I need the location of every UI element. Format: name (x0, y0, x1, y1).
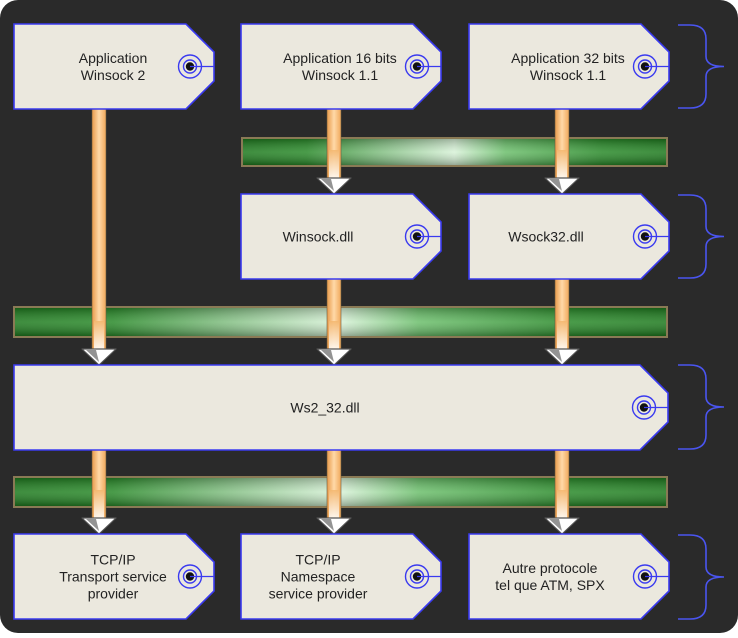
connection-layer (81, 108, 580, 535)
tag-shape (240, 23, 442, 110)
tag-grommet-icon (632, 564, 669, 589)
connection-arrow-ws2_32_dll-to-tcpip_transport (81, 449, 117, 535)
tag-grommet-icon (632, 224, 669, 249)
node-label-line: Winsock 1.1 (530, 67, 606, 83)
node-winsock-dll[interactable]: Winsock.dll (240, 193, 442, 280)
tag-grommet-icon (404, 224, 441, 249)
node-label-line: provider (88, 586, 139, 602)
connection-arrow-winsock_dll-to-ws2_32_dll (316, 278, 352, 366)
node-label-line: Application 32 bits (511, 50, 625, 66)
node-label-line: Ws2_32.dll (290, 400, 359, 416)
tag-shape (468, 193, 670, 280)
connection-arrow-app_winsock2-to-ws2_32_dll (81, 108, 117, 366)
tag-shape (468, 533, 670, 620)
node-wsock32-dll[interactable]: Wsock32.dll (468, 193, 670, 280)
node-label-line: Application 16 bits (283, 50, 397, 66)
tag-shape (468, 23, 670, 110)
node-label-line: TCP/IP (295, 552, 340, 568)
tag-shape (13, 533, 215, 620)
tag-shape (240, 533, 442, 620)
tag-grommet-icon (404, 54, 441, 79)
tag-shape (13, 364, 669, 451)
arrow-head-icon (544, 177, 580, 195)
connection-arrow-ws2_32_dll-to-tcpip_namespace (316, 449, 352, 535)
brace-layer (678, 24, 725, 620)
tag-grommet-icon (177, 54, 214, 79)
tag-shape (240, 193, 442, 280)
node-ws2-32-dll[interactable]: Ws2_32.dll (13, 364, 669, 451)
arrow-head-icon (544, 517, 580, 535)
arrow-head-icon (81, 517, 117, 535)
tag-grommet-icon (177, 564, 214, 589)
tag-grommet-icon (632, 54, 669, 79)
connection-arrow-app_32bit-to-wsock32_dll (544, 108, 580, 195)
tag-grommet-icon (631, 395, 668, 420)
tag-shape (13, 23, 215, 110)
connection-arrow-app_16bit-to-winsock_dll (316, 108, 352, 195)
node-label-line: Wsock32.dll (508, 229, 583, 245)
layer-brace-providers-icon (678, 534, 725, 620)
node-label-line: Namespace (281, 569, 356, 585)
connection-arrow-wsock32_dll-to-ws2_32_dll (544, 278, 580, 366)
bus-applications-to-compat (241, 137, 668, 167)
connection-arrow-ws2_32_dll-to-other_protocol (544, 449, 580, 535)
arrow-head-icon (81, 348, 117, 366)
arrow-head-icon (316, 517, 352, 535)
node-label-line: Application (79, 50, 148, 66)
arrow-head-icon (544, 348, 580, 366)
node-label-line: Transport service (59, 569, 167, 585)
node-label-line: TCP/IP (90, 552, 135, 568)
layer-brace-compat-dlls-icon (678, 194, 725, 279)
node-label-line: Winsock 2 (81, 67, 146, 83)
arrow-head-icon (316, 177, 352, 195)
arrow-head-icon (316, 348, 352, 366)
layer-brace-ws2-32-icon (678, 364, 725, 450)
node-label-line: Winsock.dll (283, 229, 354, 245)
tag-grommet-icon (404, 564, 441, 589)
node-label-line: service provider (269, 586, 368, 602)
node-label-line: Winsock 1.1 (302, 67, 378, 83)
node-label-line: tel que ATM, SPX (495, 577, 605, 593)
layer-brace-applications-icon (678, 24, 725, 109)
node-label-line: Autre protocole (503, 560, 598, 576)
